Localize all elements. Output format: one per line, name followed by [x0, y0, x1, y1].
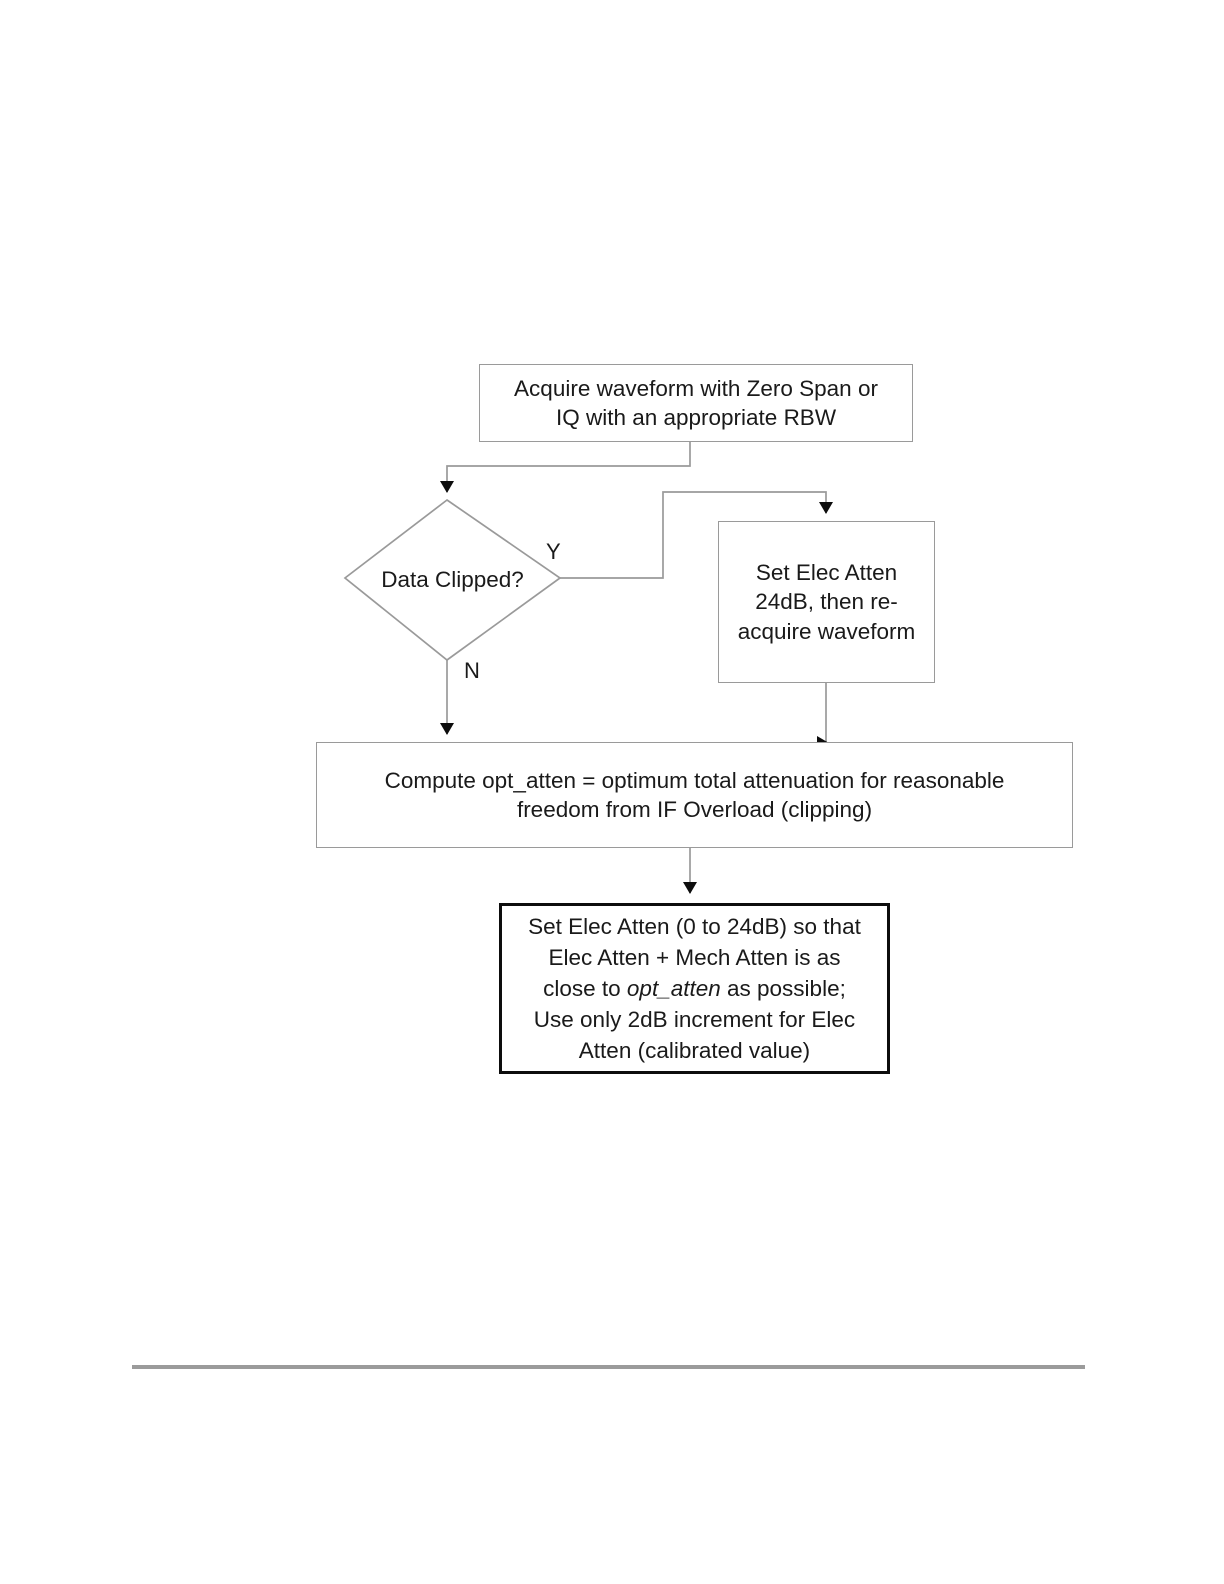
node-final-line5: Atten (calibrated value)	[578, 1038, 811, 1064]
node-final-line1: Set Elec Atten (0 to 24dB) so that	[528, 913, 861, 939]
node-decision-line1: Data Clipped?	[381, 567, 524, 593]
node-setatten-line2: 24dB, then re-	[755, 589, 898, 615]
node-decision-text: Data Clipped?	[381, 565, 524, 594]
node-acquire-waveform[interactable]: Acquire waveform with Zero Span or IQ wi…	[479, 364, 913, 442]
node-acquire-text: Acquire waveform with Zero Span or IQ wi…	[514, 374, 878, 433]
node-final-opt-atten-variable: opt_atten	[626, 975, 721, 1001]
node-acquire-line1: Acquire waveform with Zero Span or	[514, 375, 878, 401]
node-final-text: Set Elec Atten (0 to 24dB) so that Elec …	[528, 911, 861, 1066]
edge-label-no: N	[464, 658, 480, 683]
node-setatten-text: Set Elec Atten 24dB, then re- acquire wa…	[738, 558, 916, 646]
node-set-elec-atten-24db[interactable]: Set Elec Atten 24dB, then re- acquire wa…	[718, 521, 935, 683]
edge-decision-yes-to-setatten	[560, 491, 833, 579]
node-acquire-line2: IQ with an appropriate RBW	[555, 405, 837, 430]
node-compute-text: Compute opt_atten = optimum total attenu…	[385, 766, 1005, 825]
node-compute-line2: freedom from IF Overload (clipping)	[516, 797, 873, 822]
edge-label-yes: Y	[546, 539, 561, 564]
footer-divider	[132, 1365, 1085, 1369]
node-final-line3-suffix: as possible;	[720, 975, 846, 1001]
node-compute-line1: Compute opt_atten = optimum total attenu…	[384, 767, 1005, 793]
node-setatten-line1: Set Elec Atten	[755, 560, 898, 586]
node-final-line3-prefix: close to	[543, 975, 627, 1001]
node-compute-opt-atten[interactable]: Compute opt_atten = optimum total attenu…	[316, 742, 1073, 848]
node-final-line4: Use only 2dB increment for Elec	[533, 1007, 856, 1033]
node-set-elec-atten-final[interactable]: Set Elec Atten (0 to 24dB) so that Elec …	[499, 903, 890, 1074]
decision-diamond-shape	[343, 498, 562, 662]
node-data-clipped-decision[interactable]: Data Clipped?	[345, 500, 560, 660]
edge-acquire-to-decision	[440, 442, 691, 493]
node-final-line2: Elec Atten + Mech Atten is as	[548, 944, 841, 970]
node-setatten-line3: acquire waveform	[737, 618, 916, 644]
